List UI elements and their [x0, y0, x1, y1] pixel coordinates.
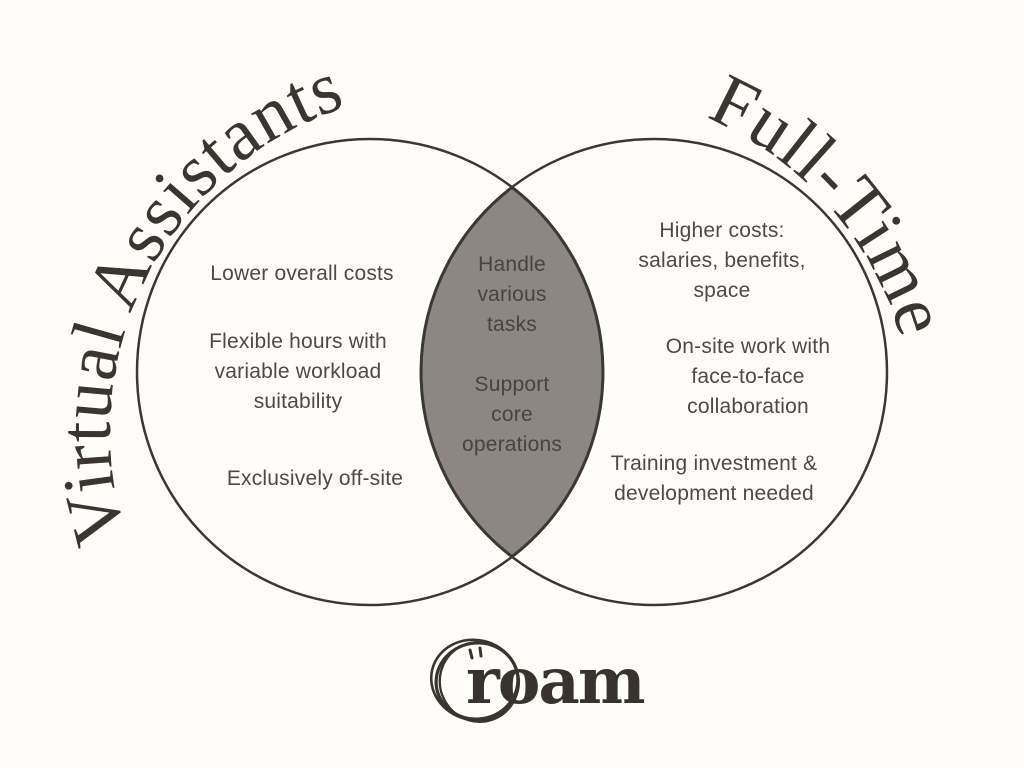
- overlap-item-2: Support core operations: [461, 373, 563, 456]
- left-circle-item-1: Lower overall costs: [210, 262, 394, 285]
- left-circle-item-3: Exclusively off-site: [226, 467, 404, 490]
- right-circle-item-3: Training investment & development needed: [610, 452, 818, 505]
- right-circle-item-2: On-site work with face-to-face collabora…: [665, 335, 831, 418]
- overlap-item-1: Handle various tasks: [477, 253, 547, 336]
- overlap-lens: [419, 185, 605, 559]
- logo-scribble-circle-icon: [429, 638, 521, 723]
- left-circle-item-2: Flexible hours with variable workload su…: [209, 330, 387, 413]
- logo-wordmark: roam: [466, 644, 645, 719]
- roam-logo: roam: [429, 638, 647, 723]
- right-circle-item-1: Higher costs: salaries, benefits, space: [638, 219, 806, 302]
